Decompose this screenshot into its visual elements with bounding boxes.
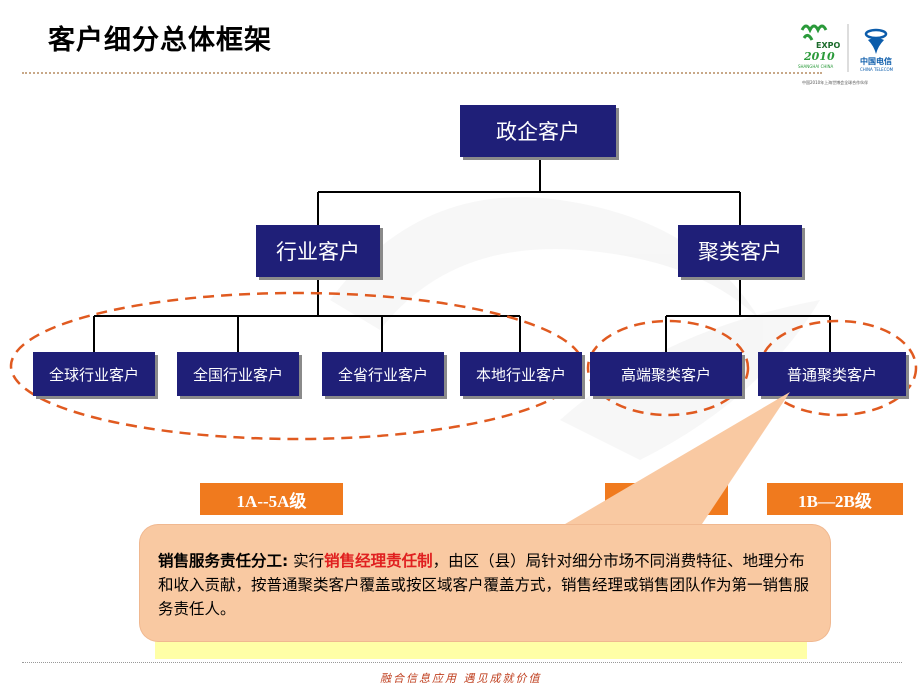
- node-general-cluster: 普通聚类客户: [758, 352, 906, 396]
- footer-slogan: 融合信息应用 遇见成就价值: [380, 672, 542, 685]
- footer-divider: [22, 662, 902, 663]
- callout-lead: 销售服务责任分工:: [158, 552, 289, 570]
- grade-tag-industry: 1A--5A级: [200, 483, 343, 515]
- high-end-group-ellipse: [586, 319, 750, 417]
- svg-text:2010: 2010: [803, 50, 835, 63]
- node-local-industry: 本地行业客户: [460, 352, 582, 396]
- logo-area: EXPO 2010 SHANGHAI CHINA 中国电信 CHINA TELE…: [796, 18, 914, 88]
- expo-logo-icon: EXPO 2010 SHANGHAI CHINA 中国电信 CHINA TELE…: [798, 24, 894, 85]
- svg-text:CHINA TELECOM: CHINA TELECOM: [860, 67, 894, 72]
- callout-pre: 实行: [288, 552, 325, 570]
- telecom-logo-icon: [864, 28, 888, 54]
- callout-note: 销售服务责任分工: 实行销售经理责任制，由区（县）局针对细分市场不同消费特征、地…: [140, 525, 830, 641]
- node-national-industry: 全国行业客户: [177, 352, 299, 396]
- svg-text:中国2010年上海世博会全球合作伙伴: 中国2010年上海世博会全球合作伙伴: [802, 79, 868, 85]
- node-global-industry: 全球行业客户: [33, 352, 155, 396]
- title-divider: [22, 72, 822, 74]
- callout-highlight: 销售经理责任制: [324, 552, 433, 570]
- svg-text:中国电信: 中国电信: [860, 56, 892, 66]
- node-provincial-industry: 全省行业客户: [322, 352, 444, 396]
- grade-tag-general: 1B—2B级: [767, 483, 903, 515]
- page-title: 客户细分总体框架: [48, 25, 272, 56]
- node-root: 政企客户: [460, 105, 616, 157]
- callout-text: 销售服务责任分工: 实行销售经理责任制，由区（县）局针对细分市场不同消费特征、地…: [158, 549, 810, 621]
- node-industry-customers: 行业客户: [256, 225, 380, 277]
- svg-text:SHANGHAI CHINA: SHANGHAI CHINA: [798, 64, 834, 69]
- industry-group-ellipse: [9, 291, 585, 441]
- svg-text:EXPO: EXPO: [816, 41, 840, 50]
- callout-rest: ，由区（县）局针对细分市场不同消费特征、地理分布和收入贡献，按普通聚类客户覆盖或…: [158, 552, 810, 618]
- node-high-end-cluster: 高端聚类客户: [590, 352, 742, 396]
- node-cluster-customers: 聚类客户: [678, 225, 802, 277]
